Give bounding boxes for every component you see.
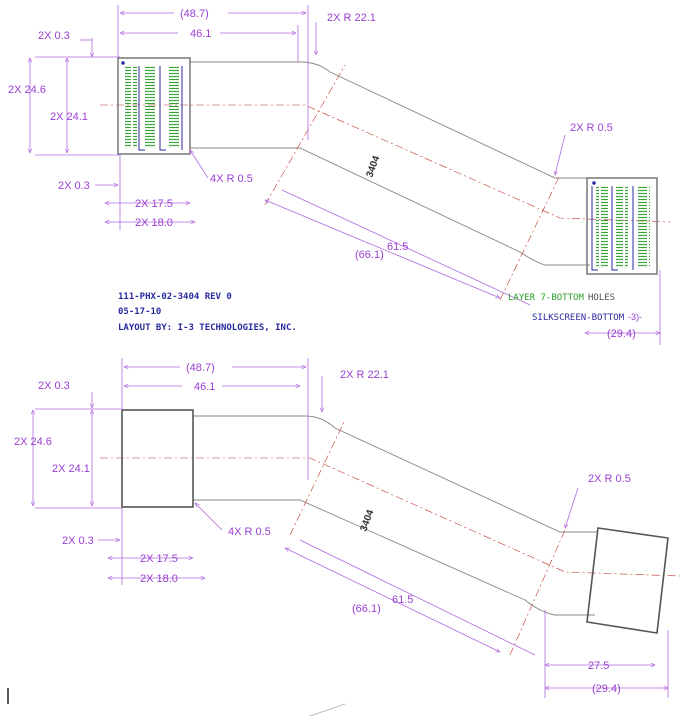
top-leader-right-radius	[555, 134, 566, 175]
bottom-dim-height-ref: 2X 24.6	[14, 436, 52, 448]
top-flex-lower-edge	[190, 147, 590, 266]
bottom-centerline	[100, 457, 681, 577]
top-centerline	[100, 104, 671, 223]
top-right-connector	[586, 177, 658, 275]
bottom-dim-bend-radius: 2X R 22.1	[340, 369, 389, 381]
top-dim-bend-radius: 2X R 22.1	[327, 12, 376, 24]
bottom-part-number: 3404	[358, 508, 376, 533]
bottom-dim-66-1-line	[299, 539, 536, 656]
bottom-right-stiffener	[586, 527, 669, 634]
top-left-pad-row-1	[125, 66, 137, 148]
top-dim-61-5	[265, 200, 500, 298]
page-footer-stroke	[309, 703, 346, 716]
top-right-pad-row-2	[616, 186, 628, 268]
bottom-flex-lower-edge	[193, 499, 595, 616]
bottom-dim-height: 2X 24.1	[52, 463, 90, 475]
top-dim-right-radius: 2X R 0.5	[570, 122, 613, 134]
bottom-dim-width: 46.1	[194, 381, 215, 393]
top-dim-gap-top: 2X 0.3	[38, 30, 70, 42]
bottom-dim-corner-radius: 4X R 0.5	[228, 526, 271, 538]
top-dim-height: 2X 24.1	[50, 111, 88, 123]
top-part-number: 3404	[364, 154, 382, 179]
note-ref-a: -3)-	[628, 312, 642, 322]
bottom-dim-right-inner: 27.5	[588, 660, 609, 672]
top-dim-height-ref: 2X 24.6	[8, 84, 46, 96]
bottom-dim-length-ref: (66.1)	[352, 603, 381, 615]
top-right-pin1-dot	[592, 181, 596, 185]
top-left-pad-row-2	[145, 66, 157, 148]
bottom-bend-line-2	[509, 529, 566, 656]
bottom-dim-right-ref: (29.4)	[592, 683, 621, 695]
bottom-dim-61-5	[285, 547, 500, 653]
top-right-pad-row-3	[638, 186, 650, 268]
bottom-dim-stiff-outer: 2X 18.0	[140, 573, 178, 585]
bottom-leader-corner	[195, 503, 223, 531]
top-left-brackets	[138, 66, 183, 151]
top-right-pad-row-1	[596, 186, 608, 268]
note-layer: LAYER 7-BOTTOM	[508, 293, 584, 303]
note-part-number: 111-PHX-02-3404 REV 0	[118, 292, 232, 302]
top-leader-corner	[190, 150, 209, 179]
top-dim-stiff-inner: 2X 17.5	[135, 198, 173, 210]
top-dim-length: 61.5	[387, 241, 408, 253]
top-dim-width-ref: (48.7)	[180, 8, 209, 20]
top-bend-line-2	[499, 174, 561, 301]
bottom-dim-gap-bottom: 2X 0.3	[62, 535, 94, 547]
top-right-brackets	[591, 186, 634, 271]
note-layout-by: LAYOUT BY: I-3 TECHNOLOGIES, INC.	[118, 323, 297, 333]
top-left-pad-row-3	[168, 66, 180, 148]
top-bend-line-1	[264, 64, 346, 206]
top-left-connector	[117, 57, 191, 155]
top-dim-corner-radius: 4X R 0.5	[210, 173, 253, 185]
note-holes: HOLES	[588, 293, 615, 303]
top-dim-66-1-line	[281, 189, 531, 306]
note-silkscreen: SILKSCREEN-BOTTOM	[532, 313, 625, 323]
bottom-dim-width-ref: (48.7)	[186, 362, 215, 374]
top-flex-upper-edge	[190, 61, 590, 179]
top-dim-gap-bottom: 2X 0.3	[58, 180, 90, 192]
note-date: 05-17-10	[118, 307, 161, 317]
bottom-dim-stiff-inner: 2X 17.5	[140, 553, 178, 565]
bottom-flex-upper-edge	[193, 415, 598, 533]
top-dim-width: 46.1	[190, 28, 211, 40]
bottom-dim-right-radius: 2X R 0.5	[588, 473, 631, 485]
bottom-dim-gap-top: 2X 0.3	[38, 380, 70, 392]
bottom-left-stiffener	[121, 409, 194, 508]
bottom-leader-right-radius	[565, 487, 579, 528]
top-dim-right-ref: (29.4)	[607, 328, 636, 340]
top-left-pin1-dot	[121, 61, 125, 65]
top-dim-length-ref: (66.1)	[355, 249, 384, 261]
top-dim-stiff-outer: 2X 18.0	[135, 217, 173, 229]
top-view: (48.7) 46.1 2X R 22.1 2X 0.3 2X 24.6 2X …	[8, 5, 671, 345]
bottom-bend-line-1	[289, 419, 346, 536]
bottom-view: (48.7) 46.1 2X R 22.1 2X 0.3 2X 24.6 2X …	[7, 358, 681, 716]
bottom-dim-length: 61.5	[392, 594, 413, 606]
